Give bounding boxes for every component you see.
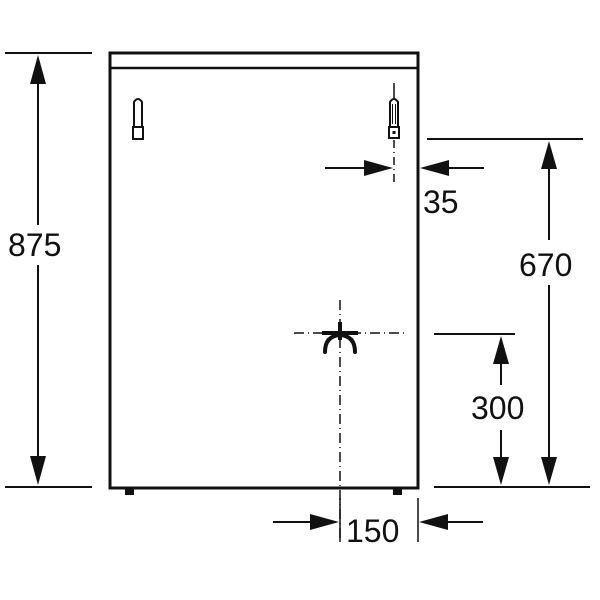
dimension-inlet-height <box>427 138 590 488</box>
hose-connector-icon <box>132 98 144 140</box>
dimension-label-670: 670 <box>519 247 572 283</box>
dimension-inlet-offset <box>325 160 484 176</box>
dimension-overall-height <box>5 52 92 488</box>
appliance-cabinet <box>108 51 420 490</box>
foot-left <box>125 488 134 495</box>
water-inlet-valve-icon <box>388 83 400 139</box>
dimension-label-875: 875 <box>8 227 61 263</box>
dimension-label-35: 35 <box>423 184 459 220</box>
dimension-label-300: 300 <box>471 390 524 426</box>
cabinet-outline <box>108 51 420 490</box>
drain-arc-icon <box>294 300 406 540</box>
foot-right <box>393 488 402 495</box>
dimension-drain-offset <box>273 498 483 542</box>
dimension-drain-height <box>434 333 515 485</box>
dimension-label-150: 150 <box>346 513 399 549</box>
